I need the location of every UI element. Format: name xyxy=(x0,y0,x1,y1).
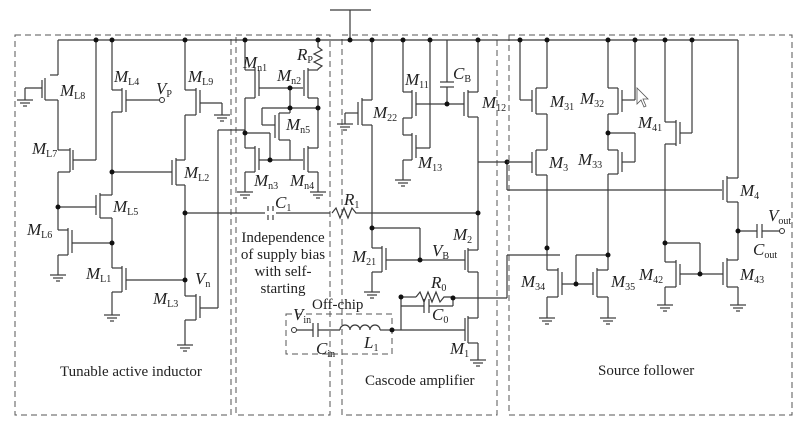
junction-dots xyxy=(347,37,510,333)
ground-icon xyxy=(237,191,253,199)
caption-supply-bias-line4: starting xyxy=(261,281,306,297)
vin-terminal xyxy=(291,327,297,333)
caption-supply-bias-line2: of supply bias xyxy=(241,247,325,263)
label-ML3: ML3 xyxy=(152,289,178,310)
label-L1: L1 xyxy=(363,333,378,354)
junction-dots xyxy=(55,37,188,283)
tai-wires xyxy=(24,40,330,345)
ground-icon xyxy=(539,317,555,325)
label-Vout: Vout xyxy=(768,206,791,227)
label-Mn3: Mn3 xyxy=(253,171,278,192)
caption-cascode-amplifier: Cascode amplifier xyxy=(365,373,475,389)
label-Cin: Cin xyxy=(316,339,335,360)
label-Mn5: Mn5 xyxy=(285,115,310,136)
ground-icon xyxy=(657,304,673,312)
label-CB: CB xyxy=(453,64,471,85)
ground-icon xyxy=(730,304,746,312)
label-M43: M43 xyxy=(739,265,764,286)
ground-icon xyxy=(310,191,326,199)
label-M11: M11 xyxy=(404,70,429,91)
caption-source-follower: Source follower xyxy=(598,363,694,379)
ground-icon xyxy=(17,99,33,107)
ground-icon xyxy=(364,291,380,299)
mouse-cursor-icon xyxy=(636,87,649,108)
caption-tunable-active-inductor: Tunable active inductor xyxy=(60,364,202,380)
section-box-supply-bias xyxy=(235,34,331,416)
label-Vin: Vin xyxy=(293,305,311,326)
ground-icon xyxy=(50,274,66,282)
ground-icon xyxy=(395,179,411,187)
junction-dots xyxy=(517,37,741,287)
vdd-symbol xyxy=(330,9,371,40)
ground-icon xyxy=(177,344,193,352)
label-M22: M22 xyxy=(372,103,397,124)
label-ML4: ML4 xyxy=(113,67,139,88)
ground-icon xyxy=(470,359,486,367)
label-ML2: ML2 xyxy=(183,163,209,184)
ground-icon xyxy=(214,114,230,122)
label-M34: M34 xyxy=(520,272,545,293)
ground-icon xyxy=(600,317,616,325)
caption-offchip: Off-chip xyxy=(312,297,363,313)
ground-icon xyxy=(337,123,353,131)
label-Mn1: Mn1 xyxy=(242,53,267,74)
resistor-r1 xyxy=(331,206,478,220)
label-M32: M32 xyxy=(579,89,604,110)
label-M2: M2 xyxy=(452,225,472,246)
section-box-offchip xyxy=(285,313,393,355)
label-Rp: RP xyxy=(296,45,313,66)
label-M3: M3 xyxy=(548,153,568,174)
label-Vn: Vn xyxy=(195,269,210,290)
label-M42: M42 xyxy=(638,265,663,286)
label-ML5: ML5 xyxy=(112,197,138,218)
junction-dots xyxy=(242,37,321,163)
label-ML6: ML6 xyxy=(26,220,52,241)
label-ML8: ML8 xyxy=(59,81,85,102)
vp-terminal xyxy=(159,97,165,103)
label-VB: VB xyxy=(432,241,449,262)
sf-wires xyxy=(507,40,780,318)
caption-supply-bias-line3: with self- xyxy=(254,264,311,280)
label-Vp: VP xyxy=(156,79,172,100)
label-M41: M41 xyxy=(637,113,662,134)
label-ML7: ML7 xyxy=(31,139,57,160)
label-M4: M4 xyxy=(739,181,759,202)
section-box-tunable-active-inductor xyxy=(14,34,232,416)
label-ML9: ML9 xyxy=(187,67,213,88)
section-box-source-follower xyxy=(508,34,793,416)
vout-terminal xyxy=(779,228,785,234)
label-M21: M21 xyxy=(351,247,376,268)
label-Mn4: Mn4 xyxy=(289,171,314,192)
label-C1: C1 xyxy=(275,193,291,214)
label-M12: M12 xyxy=(481,93,506,114)
label-M1: M1 xyxy=(449,339,469,360)
caption-supply-bias-line1: Independence xyxy=(241,230,325,246)
label-Cout: Cout xyxy=(753,240,777,261)
label-ML1: ML1 xyxy=(85,264,111,285)
label-C0: C0 xyxy=(432,305,448,326)
label-Mn2: Mn2 xyxy=(276,66,301,87)
label-R0: R0 xyxy=(430,273,446,294)
label-M33: M33 xyxy=(577,150,602,171)
component-labels: ML8 ML4 VP ML9 ML7 ML2 ML5 ML6 ML1 Vn ML… xyxy=(26,45,791,360)
label-M35: M35 xyxy=(610,272,635,293)
section-box-cascode-amplifier xyxy=(341,34,498,416)
ground-icon xyxy=(104,314,120,322)
cascode-wires xyxy=(296,40,722,360)
label-M13: M13 xyxy=(417,153,442,174)
label-M31: M31 xyxy=(549,92,574,113)
label-R1: R1 xyxy=(343,190,359,211)
